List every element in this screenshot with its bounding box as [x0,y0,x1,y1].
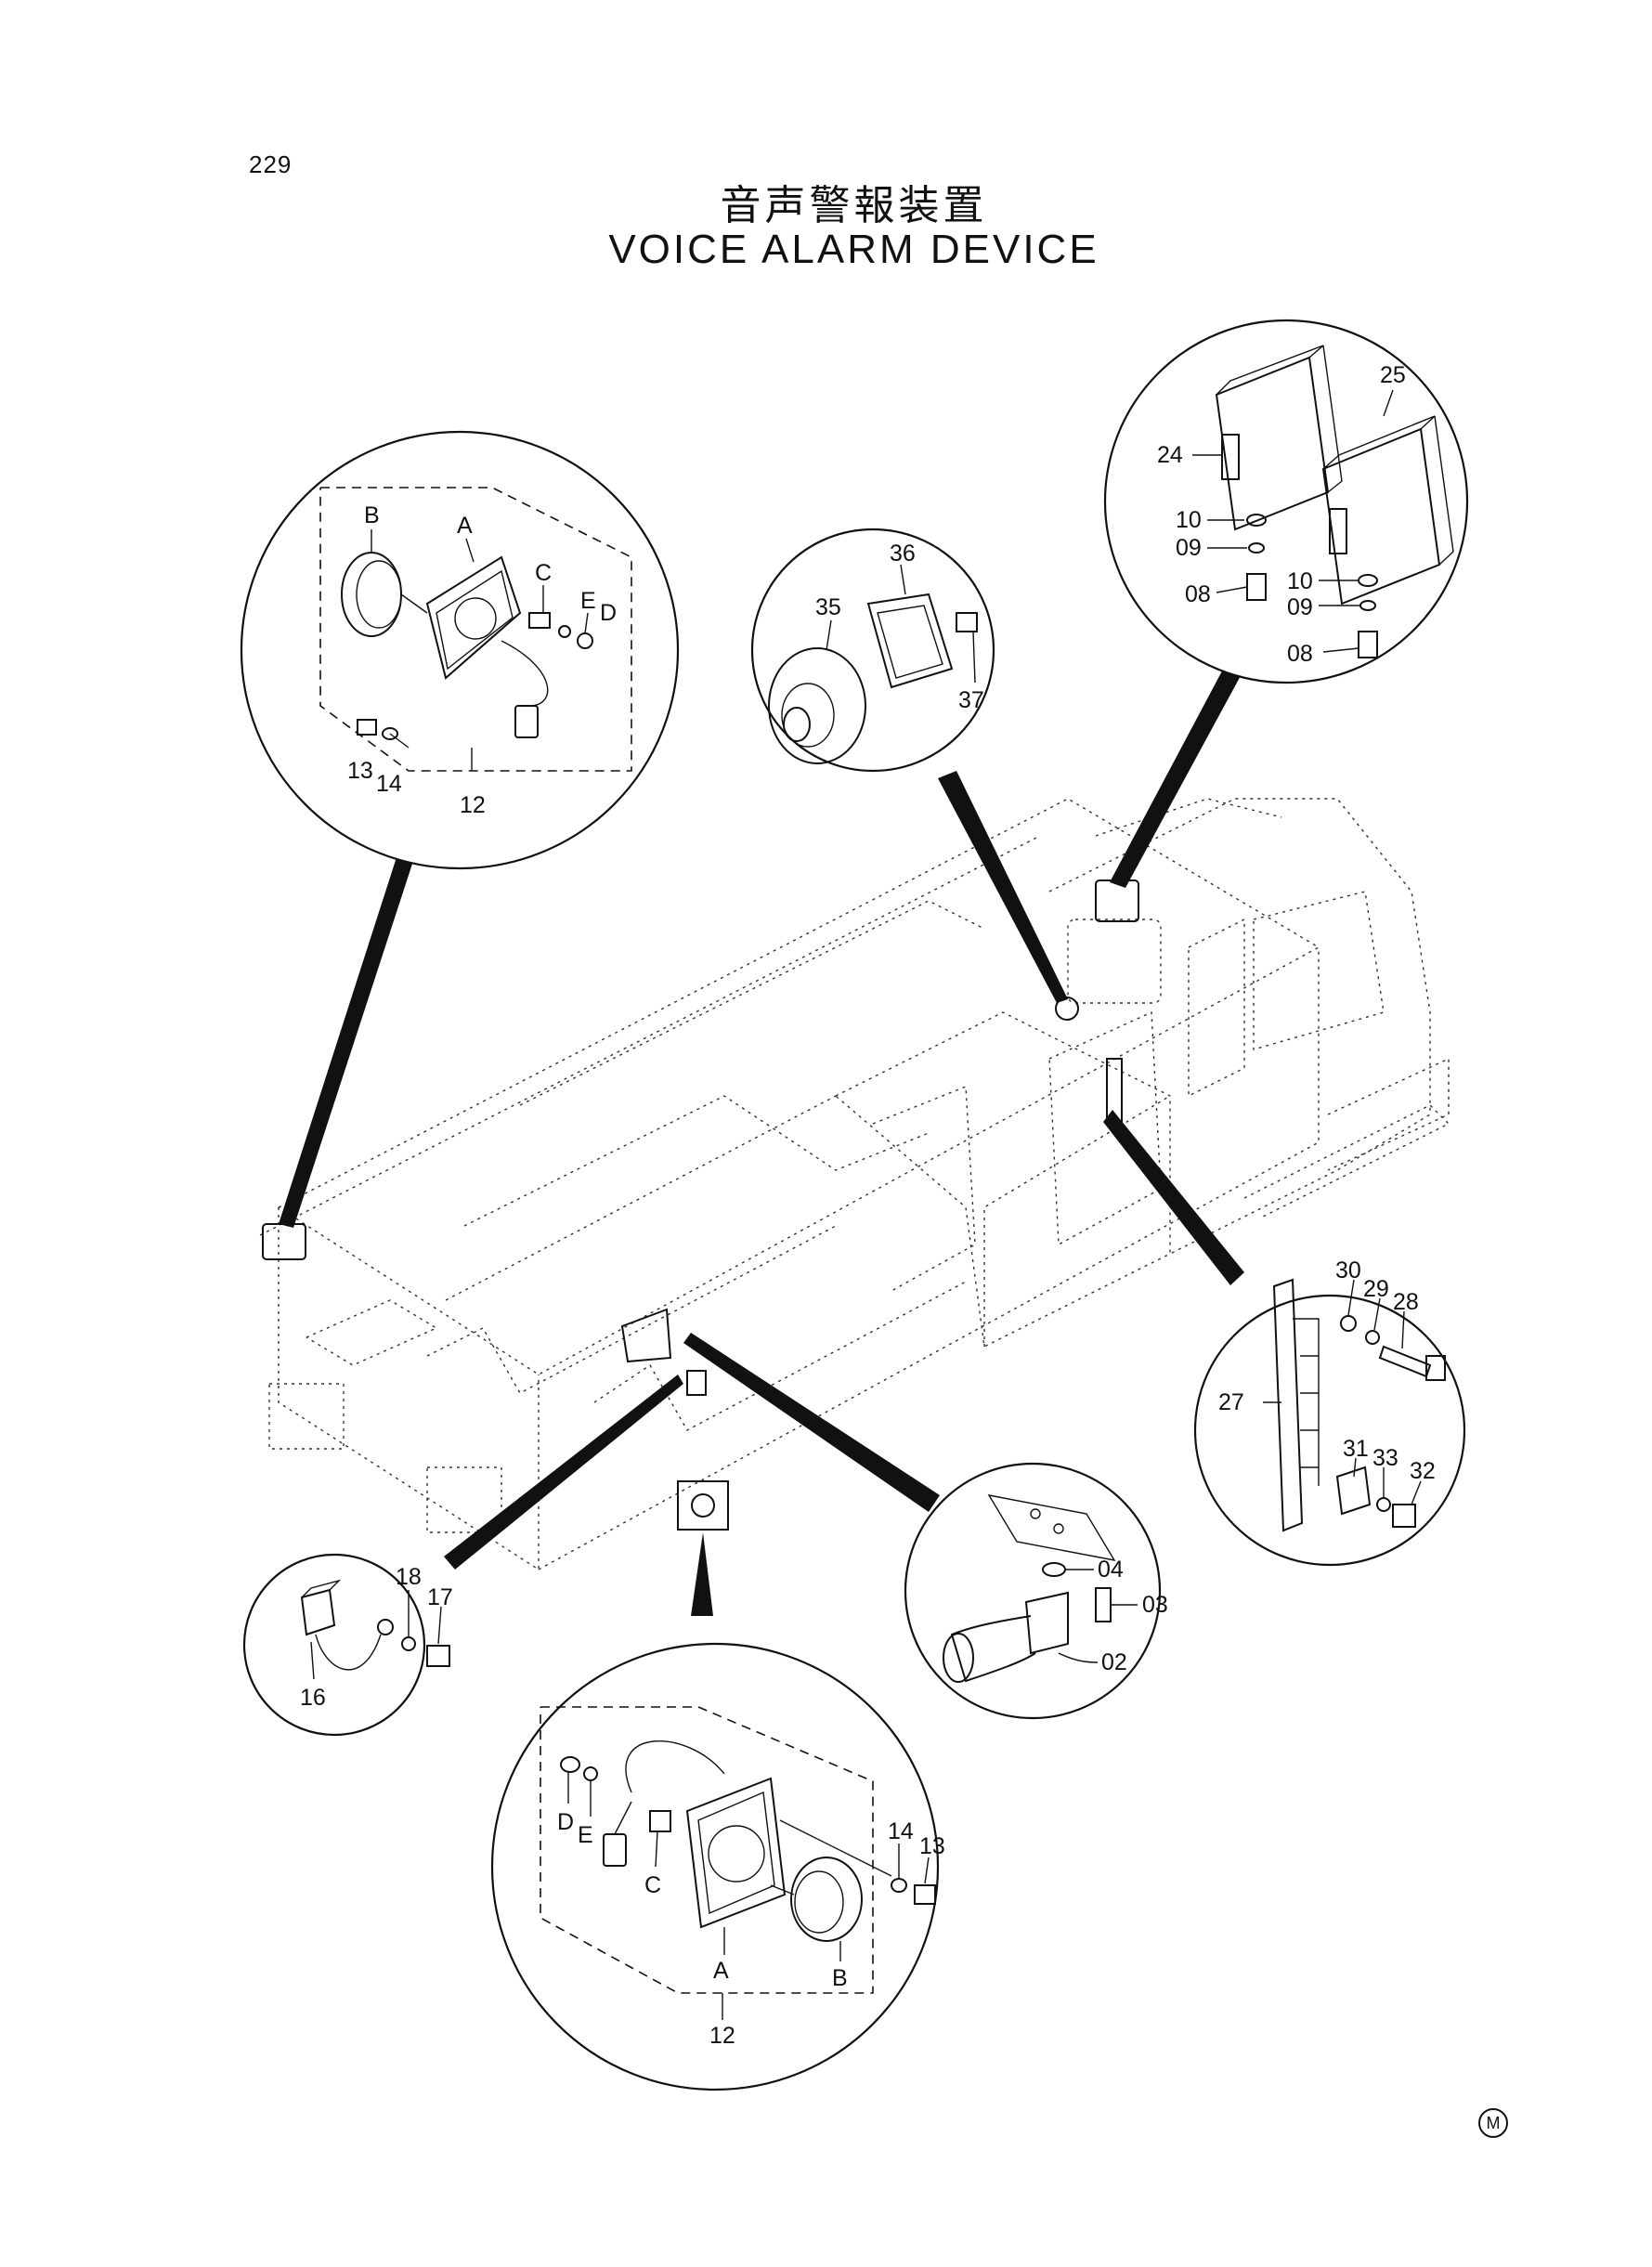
label-bottom-14: 14 [888,1818,914,1844]
label-left-d: D [600,600,617,626]
label-ctrl-08a: 08 [1185,581,1211,607]
label-bracket-30: 30 [1335,1257,1361,1283]
label-ctrl-24: 24 [1157,442,1183,468]
page-number: 229 [249,150,293,178]
detail-bottom-alarm-unit: D E C 14 13 A B 12 [490,1642,945,2091]
title-english: VOICE ALARM DEVICE [608,227,1099,272]
label-bracket-28: 28 [1393,1289,1419,1315]
label-bracket-31: 31 [1343,1436,1369,1462]
label-bottom-c: C [644,1872,661,1898]
label-relay-18: 18 [396,1564,422,1590]
label-speaker-37: 37 [958,687,984,713]
title-japanese: 音声警報装置 [720,182,988,229]
label-bottom-a: A [713,1958,729,1984]
label-bottom-e: E [578,1822,593,1848]
label-bottom-d: D [557,1809,574,1835]
leader-lines [279,664,1244,1616]
label-ctrl-10b: 10 [1287,568,1313,594]
label-bracket-29: 29 [1363,1276,1389,1302]
detail-relay: 18 17 16 [242,1553,453,1737]
label-left-e: E [580,588,596,614]
label-ctrl-08b: 08 [1287,641,1313,667]
label-bracket-27: 27 [1218,1389,1244,1415]
detail-left-alarm-unit: B A C E D 13 14 12 [240,430,680,870]
detail-controllers: 25 24 10 09 08 10 09 08 [1103,319,1469,684]
label-speaker-35: 35 [815,594,841,620]
label-left-b: B [364,502,380,528]
label-left-13: 13 [347,758,373,784]
label-horn-04: 04 [1098,1557,1124,1583]
label-ctrl-09a: 09 [1176,535,1202,561]
label-bottom-13: 13 [919,1833,945,1859]
label-bracket-33: 33 [1372,1445,1398,1471]
machine-body [259,798,1450,1571]
label-ctrl-10a: 10 [1176,507,1202,533]
label-horn-02: 02 [1101,1649,1127,1675]
label-left-14: 14 [376,771,402,797]
copyright-mark: M [1478,2108,1508,2138]
label-bottom-b: B [832,1965,848,1991]
label-bottom-12: 12 [709,2023,735,2049]
label-ctrl-25: 25 [1380,362,1406,388]
label-bracket-32: 32 [1410,1458,1436,1484]
label-ctrl-09b: 09 [1287,594,1313,620]
detail-horn: 04 03 02 [904,1462,1168,1720]
label-speaker-36: 36 [890,541,916,567]
label-left-c: C [535,560,552,586]
label-left-a: A [457,513,473,539]
label-horn-03: 03 [1142,1592,1168,1618]
detail-speaker: 36 35 37 [750,528,995,773]
label-relay-16: 16 [300,1685,326,1711]
label-relay-17: 17 [427,1584,453,1610]
label-left-12: 12 [460,792,486,818]
detail-bracket: 30 29 28 27 31 33 32 [1193,1257,1466,1567]
